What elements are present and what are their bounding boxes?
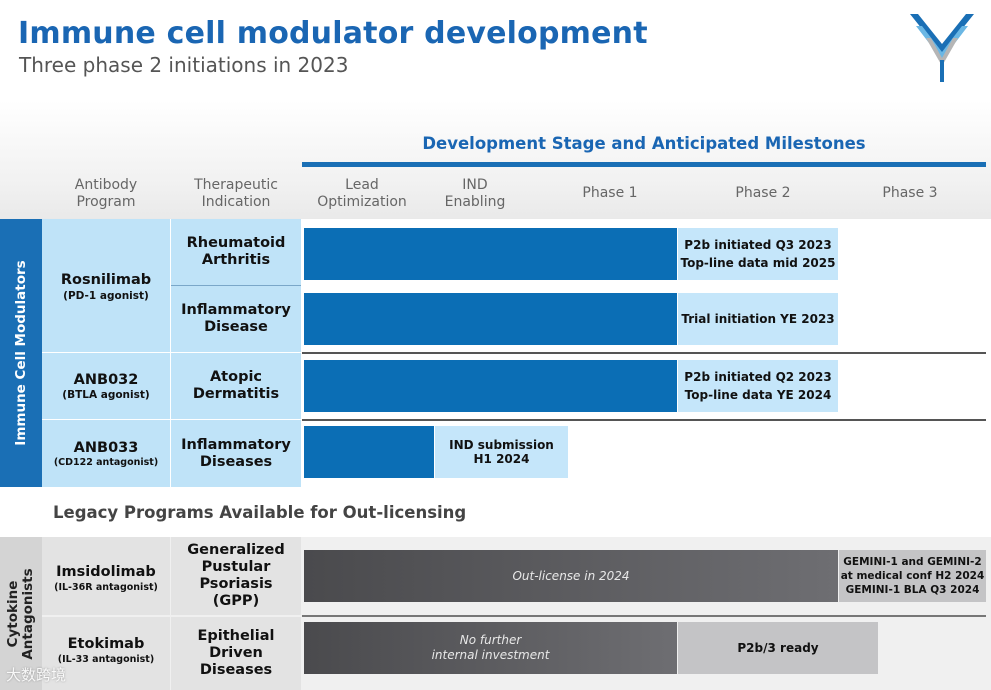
row-divider [302, 419, 986, 421]
program-cell-anb033 [42, 420, 170, 487]
program-mechanism: (BTLA agonist) [62, 389, 150, 401]
watermark: 大数跨境 [6, 666, 67, 684]
progress-bar-rosnilimab-ra [304, 228, 677, 280]
indication-cell: Generalized Pustular Psoriasis (GPP) [171, 537, 301, 615]
company-logo-chevron-icon [906, 8, 978, 86]
indication-cell: Epithelial Driven Diseases [171, 617, 301, 690]
program-name: ANB032 [73, 372, 139, 388]
program-name: Rosnilimab [60, 272, 152, 288]
page-title: Immune cell modulator development [18, 16, 648, 51]
milestone-box: P2b initiated Q2 2023 Top-line data YE 2… [678, 360, 838, 412]
header-band [0, 100, 991, 220]
progress-bar-etokimab: No further internal investment [304, 622, 677, 674]
program-cell-rosnilimab [42, 219, 170, 352]
immune-section-label-band [0, 219, 42, 487]
row-divider [302, 352, 986, 354]
cytokine-section-label-band [0, 537, 42, 690]
stage-header: Development Stage and Anticipated Milest… [422, 134, 866, 153]
progress-bar-anb033 [304, 426, 434, 478]
program-cell-imsidolimab [42, 537, 170, 615]
program-cell-etokimab [42, 617, 170, 690]
progress-bar-rosnilimab-inflammatory [304, 293, 677, 345]
milestone-box: GEMINI-1 and GEMINI-2 at medical conf H2… [839, 550, 986, 602]
milestone-box: P2b initiated Q3 2023 Top-line data mid … [678, 228, 838, 280]
program-cell-anb032 [42, 353, 170, 419]
program-name: ANB033 [73, 440, 139, 456]
col-phase1: Phase 1 [582, 185, 638, 201]
legacy-section-title: Legacy Programs Available for Out-licens… [53, 503, 467, 522]
program-mechanism: (IL-33 antagonist) [57, 654, 155, 665]
col-phase2: Phase 2 [735, 185, 791, 201]
program-mechanism: (PD-1 agonist) [63, 290, 149, 302]
stage-header-rule [302, 162, 986, 167]
page-subtitle: Three phase 2 initiations in 2023 [19, 53, 349, 77]
program-mechanism: (CD122 antagonist) [53, 457, 159, 468]
row-divider [302, 615, 986, 617]
program-name: Imsidolimab [56, 564, 156, 580]
program-mechanism: (IL-36R antagonist) [54, 582, 158, 593]
row-divider [171, 285, 301, 286]
immune-section-label: Immune Cell Modulators [13, 260, 29, 446]
progress-bar-anb032 [304, 360, 677, 412]
milestone-box: P2b/3 ready [678, 622, 878, 674]
milestone-box: IND submission H1 2024 [435, 426, 568, 478]
milestone-box: Trial initiation YE 2023 [678, 293, 838, 345]
progress-bar-imsidolimab: Out-license in 2024 [304, 550, 838, 602]
program-name: Etokimab [67, 636, 145, 652]
col-phase3: Phase 3 [882, 185, 938, 201]
